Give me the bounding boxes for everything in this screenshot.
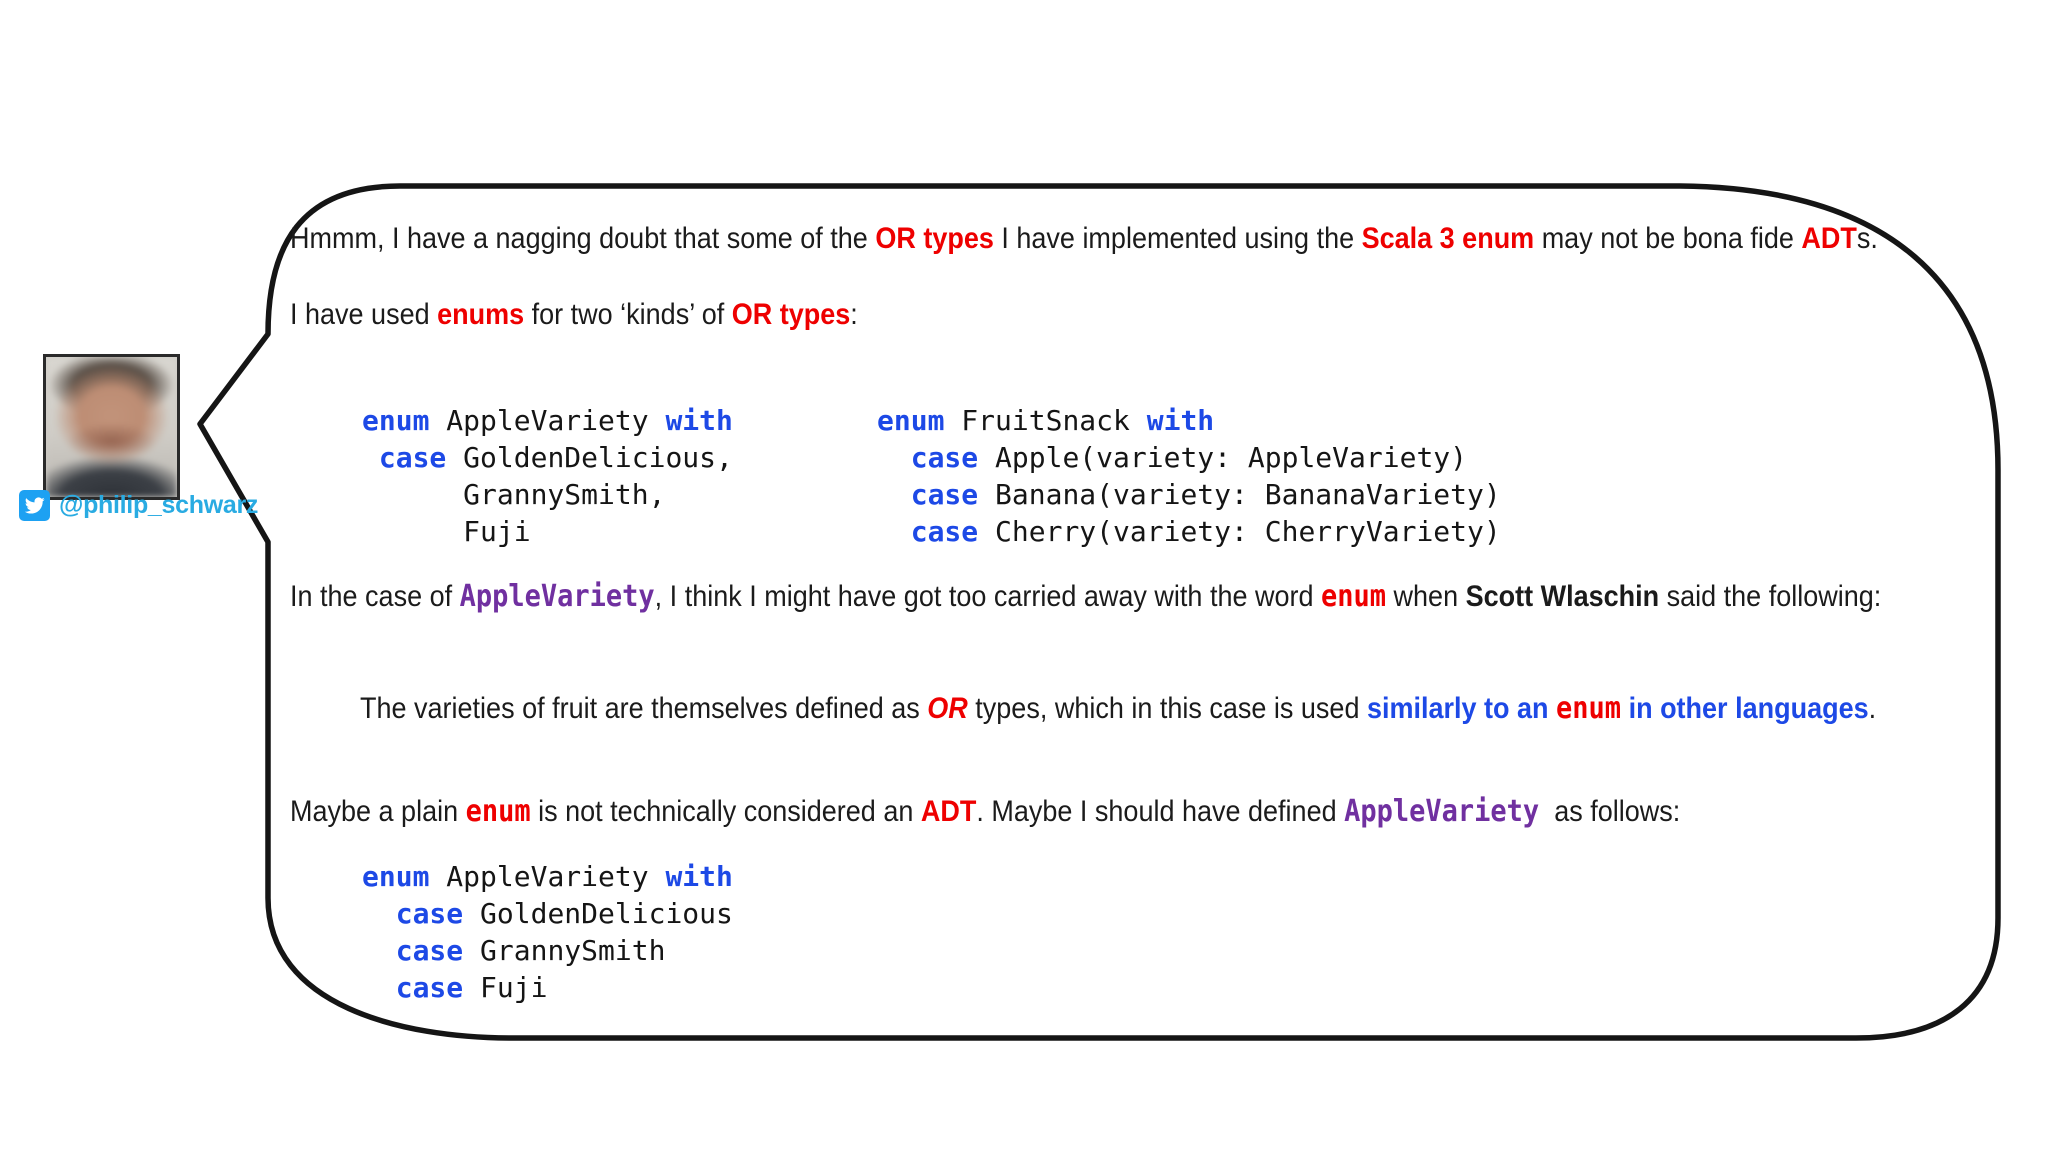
code-text: Cherry(variety: CherryVariety) xyxy=(978,515,1501,548)
code-line: enum FruitSnack with xyxy=(877,402,1501,439)
text-segment: when xyxy=(1386,580,1466,613)
code-line: case Apple(variety: AppleVariety) xyxy=(877,439,1501,476)
text-segment: I have implemented using the xyxy=(993,222,1362,255)
twitter-bird-icon xyxy=(24,497,45,514)
text-segment: in other languages xyxy=(1621,692,1869,725)
code-keyword: with xyxy=(1146,404,1215,437)
speech-bubble-outline xyxy=(197,183,2001,1041)
paragraph-maybe-plain-enum: Maybe a plain enum is not technically co… xyxy=(290,793,1892,830)
code-text: AppleVariety xyxy=(429,404,666,437)
text-segment: enums xyxy=(437,298,525,331)
text-segment: OR types xyxy=(875,222,994,255)
code-text: AppleVariety xyxy=(429,860,666,893)
text-segment: enum xyxy=(1321,579,1387,614)
code-text xyxy=(362,934,396,967)
text-segment: Scott Wlaschin xyxy=(1465,580,1660,613)
twitter-attribution: @philip_schwarz xyxy=(19,490,258,521)
text-segment: is not technically considered an xyxy=(530,795,921,828)
code-text: Banana(variety: BananaVariety) xyxy=(978,478,1501,511)
paragraph-two-kinds: I have used enums for two ‘kinds’ of OR … xyxy=(290,296,1640,333)
code-text xyxy=(362,897,396,930)
code-keyword: case xyxy=(395,897,464,930)
code-line: case Cherry(variety: CherryVariety) xyxy=(877,513,1501,550)
text-segment: s. xyxy=(1856,222,1878,255)
code-keyword: case xyxy=(378,441,447,474)
code-line: case Fuji xyxy=(362,969,733,1006)
code-keyword: case xyxy=(910,441,979,474)
text-segment: ADT xyxy=(1801,222,1857,255)
twitter-handle: @philip_schwarz xyxy=(59,491,259,519)
code-keyword: enum xyxy=(362,404,430,437)
text-segment: OR xyxy=(927,692,968,725)
text-segment: The varieties of fruit are themselves de… xyxy=(360,692,928,725)
avatar xyxy=(43,354,180,500)
code-text xyxy=(877,441,911,474)
text-segment: enum xyxy=(465,794,531,829)
text-segment: types, which in this case is used xyxy=(967,692,1367,725)
text-segment: as follows: xyxy=(1539,795,1681,828)
twitter-badge xyxy=(19,490,50,521)
text-segment: said the following: xyxy=(1659,580,1882,613)
text-segment: enum xyxy=(1556,691,1622,726)
paragraph-in-the-case-of: In the case of AppleVariety, I think I m… xyxy=(290,578,1946,615)
code-line: Fuji xyxy=(362,513,733,550)
text-segment: , I think I might have got too carried a… xyxy=(654,580,1322,613)
text-segment: . Maybe I should have defined xyxy=(976,795,1345,828)
code-keyword: enum xyxy=(362,860,430,893)
code-text: GrannySmith, xyxy=(362,478,666,511)
code-text xyxy=(877,515,911,548)
text-segment: AppleVariety xyxy=(1344,794,1540,829)
code-text: FruitSnack xyxy=(944,404,1147,437)
quote-scott-wlaschin: The varieties of fruit are themselves de… xyxy=(360,690,1938,727)
code-line: GrannySmith, xyxy=(362,476,733,513)
text-segment: : xyxy=(850,298,858,331)
code-line: case GoldenDelicious, xyxy=(362,439,733,476)
text-segment: Maybe a plain xyxy=(290,795,466,828)
code-block-fruit-snack: enum FruitSnack with case Apple(variety:… xyxy=(877,402,1501,550)
code-text: GoldenDelicious, xyxy=(446,441,733,474)
code-line: enum AppleVariety with xyxy=(362,858,733,895)
text-segment: Scala 3 enum xyxy=(1361,222,1535,255)
code-block-apple-variety: enum AppleVariety with case GoldenDelici… xyxy=(362,402,733,550)
code-block-apple-variety-v2: enum AppleVariety with case GoldenDelici… xyxy=(362,858,733,1006)
code-text: Apple(variety: AppleVariety) xyxy=(978,441,1468,474)
code-text xyxy=(362,441,379,474)
text-segment: for two ‘kinds’ of xyxy=(524,298,732,331)
code-keyword: with xyxy=(665,860,733,893)
code-line: enum AppleVariety with xyxy=(362,402,733,439)
text-segment: . xyxy=(1868,692,1877,725)
paragraph-nagging-doubt: Hmmm, I have a nagging doubt that some o… xyxy=(290,220,1970,257)
text-segment: I have used xyxy=(290,298,438,331)
text-segment: In the case of xyxy=(290,580,460,613)
code-keyword: enum xyxy=(877,404,945,437)
code-keyword: case xyxy=(395,934,464,967)
code-keyword: case xyxy=(395,971,464,1004)
code-line: case GrannySmith xyxy=(362,932,733,969)
code-text xyxy=(877,478,911,511)
code-text: GrannySmith xyxy=(463,934,666,967)
code-keyword: case xyxy=(910,478,979,511)
text-segment: OR types xyxy=(731,298,851,331)
text-segment: AppleVariety xyxy=(459,579,655,614)
text-segment: ADT xyxy=(920,795,977,828)
code-keyword: with xyxy=(665,404,733,437)
code-text: Fuji xyxy=(463,971,548,1004)
code-keyword: case xyxy=(910,515,979,548)
code-text: Fuji xyxy=(362,515,531,548)
text-segment: similarly to an xyxy=(1366,692,1557,725)
text-segment: Hmmm, I have a nagging doubt that some o… xyxy=(290,222,876,255)
code-line: case GoldenDelicious xyxy=(362,895,733,932)
avatar-photo xyxy=(46,357,177,497)
code-text: GoldenDelicious xyxy=(463,897,733,930)
code-text xyxy=(362,971,396,1004)
code-line: case Banana(variety: BananaVariety) xyxy=(877,476,1501,513)
text-segment: may not be bona fide xyxy=(1534,222,1802,255)
